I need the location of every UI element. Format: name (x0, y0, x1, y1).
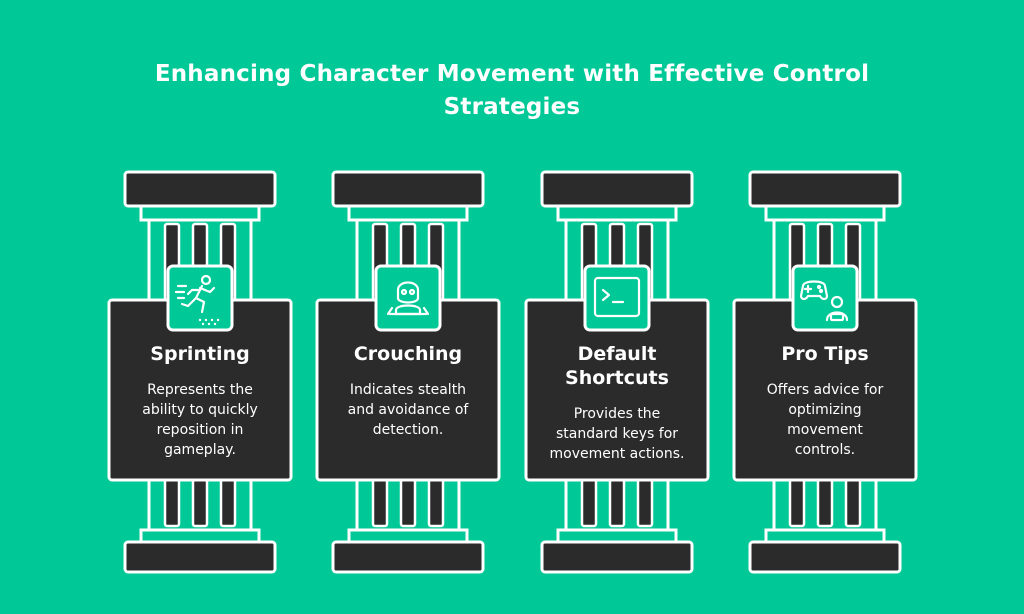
card-desc-line: movement (787, 422, 863, 438)
page-title-line-1: Enhancing Character Movement with Effect… (154, 61, 870, 87)
card-title: Crouching (318, 342, 498, 366)
card-desc-line: detection. (372, 422, 444, 438)
pillar-crouching: Crouching Indicates stealth and avoidanc… (313, 168, 503, 578)
card-sprinting: Sprinting Represents the ability to quic… (110, 304, 290, 460)
card-desc-line: gameplay. (164, 442, 236, 458)
pillar-frame (732, 170, 918, 574)
card-desc-line: Represents the (147, 382, 253, 398)
card-desc-line: reposition in (156, 422, 244, 438)
card-desc-line: Offers advice for (766, 382, 884, 398)
card-description: Represents the ability to quickly reposi… (110, 380, 290, 460)
page-title: Enhancing Character Movement with Effect… (0, 58, 1024, 124)
card-description: Indicates stealth and avoidance of detec… (318, 380, 498, 440)
card-title-line: Shortcuts (565, 367, 669, 389)
card-desc-line: and avoidance of (347, 402, 469, 418)
card-desc-line: standard keys for (555, 426, 679, 442)
card-desc-line: Indicates stealth (349, 382, 467, 398)
card-title-line: Sprinting (150, 343, 250, 365)
card-desc-line: movement actions. (549, 446, 685, 462)
gamer-controller-icon (791, 264, 859, 332)
card-pro-tips: Pro Tips Offers advice for optimizing mo… (735, 304, 915, 460)
card-title-line: Crouching (353, 343, 463, 365)
pillar-frame (524, 170, 710, 574)
card-desc-line: controls. (794, 442, 856, 458)
card-desc-line: optimizing (788, 402, 862, 418)
card-description: Provides the standard keys for movement … (527, 404, 707, 464)
sprinting-person-icon (166, 264, 234, 332)
card-crouching: Crouching Indicates stealth and avoidanc… (318, 304, 498, 440)
pillar-sprinting: Sprinting Represents the ability to quic… (105, 168, 295, 578)
pillar-pro-tips: Pro Tips Offers advice for optimizing mo… (730, 168, 920, 578)
card-description: Offers advice for optimizing movement co… (735, 380, 915, 460)
card-title: Sprinting (110, 342, 290, 366)
card-desc-line: ability to quickly (142, 402, 258, 418)
card-title: Default Shortcuts (527, 342, 707, 390)
card-title: Pro Tips (735, 342, 915, 366)
terminal-icon (583, 264, 651, 332)
card-title-line: Default (577, 343, 657, 365)
card-default-shortcuts: Default Shortcuts Provides the standard … (527, 304, 707, 464)
page-title-line-2: Strategies (443, 94, 581, 120)
card-desc-line: Provides the (573, 406, 661, 422)
pillar-frame (107, 170, 293, 574)
pillar-default-shortcuts: Default Shortcuts Provides the standard … (522, 168, 712, 578)
card-title-line: Pro Tips (781, 343, 869, 365)
crouching-person-icon (374, 264, 442, 332)
